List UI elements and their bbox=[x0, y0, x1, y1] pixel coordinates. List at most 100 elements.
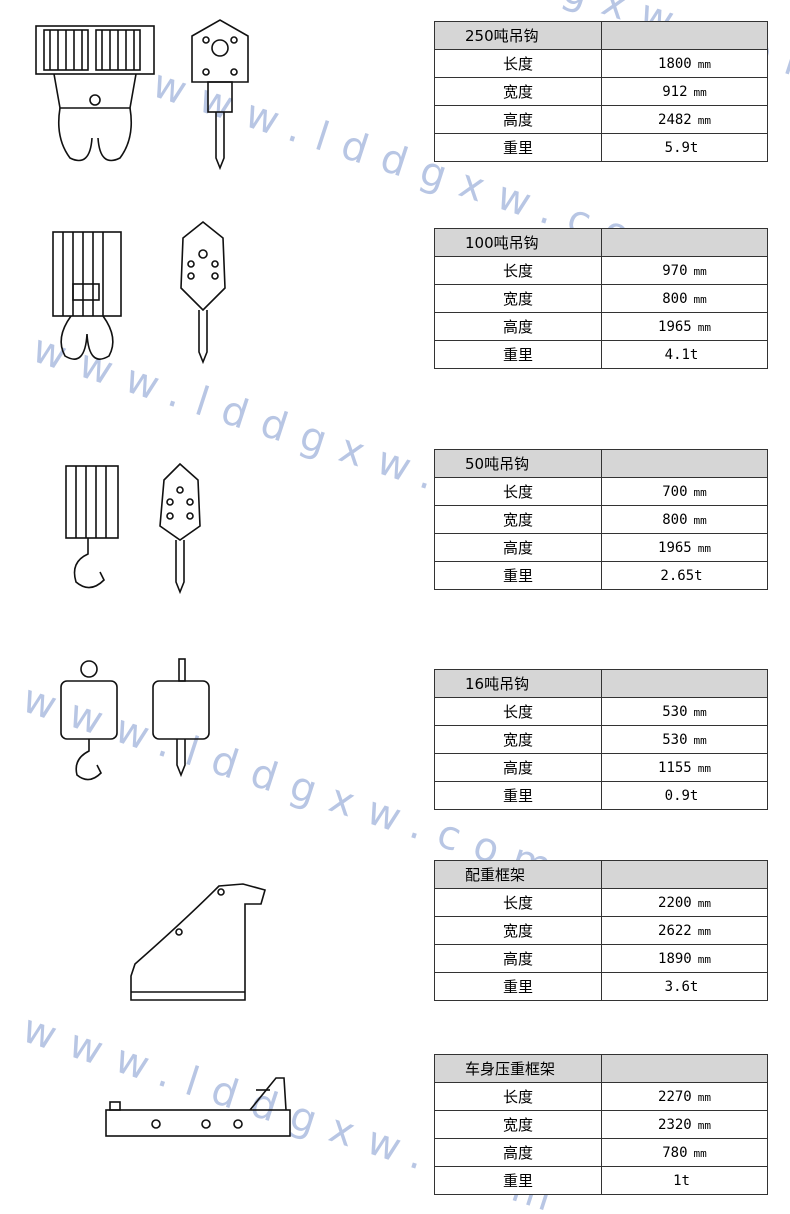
table-row: 高度 2482 mm bbox=[434, 105, 768, 134]
row-label: 高度 bbox=[434, 105, 602, 134]
hook-16t-drawing bbox=[60, 658, 210, 781]
row-value: 2622 bbox=[658, 922, 692, 939]
row-value: 780 bbox=[662, 1144, 688, 1161]
table-row: 长度 2270 mm bbox=[434, 1082, 768, 1111]
table-header-row: 16吨吊钩 bbox=[434, 669, 768, 698]
row-label: 高度 bbox=[434, 312, 602, 341]
row-label: 宽度 bbox=[434, 916, 602, 945]
table-row: 宽度 2320 mm bbox=[434, 1110, 768, 1139]
row-unit: mm bbox=[693, 264, 707, 278]
table-header-row: 配重框架 bbox=[434, 860, 768, 889]
row-label: 宽度 bbox=[434, 77, 602, 106]
row-unit: mm bbox=[693, 513, 707, 527]
row-value: 0.9t bbox=[664, 787, 699, 804]
row-value: 2320 bbox=[658, 1116, 692, 1133]
row-label: 重里 bbox=[434, 561, 602, 590]
row-label: 长度 bbox=[434, 49, 602, 78]
row-value: 800 bbox=[662, 511, 688, 528]
row-label: 高度 bbox=[434, 753, 602, 782]
row-unit: mm bbox=[697, 924, 711, 938]
hook-50t-drawing bbox=[65, 462, 201, 595]
row-value: 1965 bbox=[658, 318, 692, 335]
row-label: 重里 bbox=[434, 340, 602, 369]
row-unit: mm bbox=[697, 113, 711, 127]
row-value: 912 bbox=[662, 83, 688, 100]
table-row: 宽度 2622 mm bbox=[434, 916, 768, 945]
row-value: 1890 bbox=[658, 950, 692, 967]
row-value: 3.6t bbox=[664, 978, 699, 995]
spec-table-100t: 100吨吊钩 长度 970 mm 宽度 800 mm 高度 1965 mm 重里 4.1t bbox=[434, 228, 768, 369]
hook-250t-drawing bbox=[35, 19, 249, 171]
table-row: 宽度 800 mm bbox=[434, 505, 768, 534]
row-value: 1965 bbox=[658, 539, 692, 556]
table-row: 长度 530 mm bbox=[434, 697, 768, 726]
table-row: 长度 700 mm bbox=[434, 477, 768, 506]
row-value: 800 bbox=[662, 290, 688, 307]
table-row: 高度 1890 mm bbox=[434, 944, 768, 973]
table-header-row: 车身压重框架 bbox=[434, 1054, 768, 1083]
table-title: 16吨吊钩 bbox=[434, 669, 602, 698]
row-label: 宽度 bbox=[434, 1110, 602, 1139]
row-value: 1t bbox=[673, 1172, 690, 1189]
row-label: 高度 bbox=[434, 1138, 602, 1167]
row-label: 宽度 bbox=[434, 725, 602, 754]
table-header-row: 50吨吊钩 bbox=[434, 449, 768, 478]
row-value: 5.9t bbox=[664, 139, 699, 156]
row-unit: mm bbox=[693, 705, 707, 719]
row-unit: mm bbox=[693, 485, 707, 499]
table-title: 配重框架 bbox=[434, 860, 602, 889]
row-unit: mm bbox=[697, 320, 711, 334]
table-title: 50吨吊钩 bbox=[434, 449, 602, 478]
row-label: 长度 bbox=[434, 1082, 602, 1111]
body-ballast-frame-drawing bbox=[105, 1077, 291, 1137]
row-label: 宽度 bbox=[434, 505, 602, 534]
row-label: 高度 bbox=[434, 944, 602, 973]
row-label: 高度 bbox=[434, 533, 602, 562]
row-value: 4.1t bbox=[664, 346, 699, 363]
spec-table-body-ballast-frame: 车身压重框架 长度 2270 mm 宽度 2320 mm 高度 780 mm 重里 1t bbox=[434, 1054, 768, 1195]
row-unit: mm bbox=[697, 761, 711, 775]
table-title: 100吨吊钩 bbox=[434, 228, 602, 257]
table-title: 车身压重框架 bbox=[434, 1054, 602, 1083]
row-unit: mm bbox=[697, 1118, 711, 1132]
row-value: 970 bbox=[662, 262, 688, 279]
table-row: 重里 4.1t bbox=[434, 340, 768, 369]
row-value: 700 bbox=[662, 483, 688, 500]
row-label: 重里 bbox=[434, 1166, 602, 1195]
table-header-row: 250吨吊钩 bbox=[434, 21, 768, 50]
row-value: 530 bbox=[662, 731, 688, 748]
row-label: 长度 bbox=[434, 697, 602, 726]
row-unit: mm bbox=[697, 541, 711, 555]
table-title: 250吨吊钩 bbox=[434, 21, 602, 50]
row-unit: mm bbox=[697, 896, 711, 910]
table-row: 高度 1965 mm bbox=[434, 533, 768, 562]
row-label: 长度 bbox=[434, 256, 602, 285]
hook-100t-drawing bbox=[52, 220, 226, 365]
table-row: 重里 1t bbox=[434, 1166, 768, 1195]
row-value: 530 bbox=[662, 703, 688, 720]
row-label: 宽度 bbox=[434, 284, 602, 313]
table-row: 高度 1965 mm bbox=[434, 312, 768, 341]
row-unit: mm bbox=[697, 57, 711, 71]
row-unit: mm bbox=[697, 1090, 711, 1104]
row-label: 长度 bbox=[434, 888, 602, 917]
row-value: 2270 bbox=[658, 1088, 692, 1105]
row-label: 长度 bbox=[434, 477, 602, 506]
table-row: 重里 2.65t bbox=[434, 561, 768, 590]
row-unit: mm bbox=[697, 952, 711, 966]
table-row: 长度 970 mm bbox=[434, 256, 768, 285]
row-value: 2482 bbox=[658, 111, 692, 128]
row-value: 2.65t bbox=[660, 567, 703, 584]
